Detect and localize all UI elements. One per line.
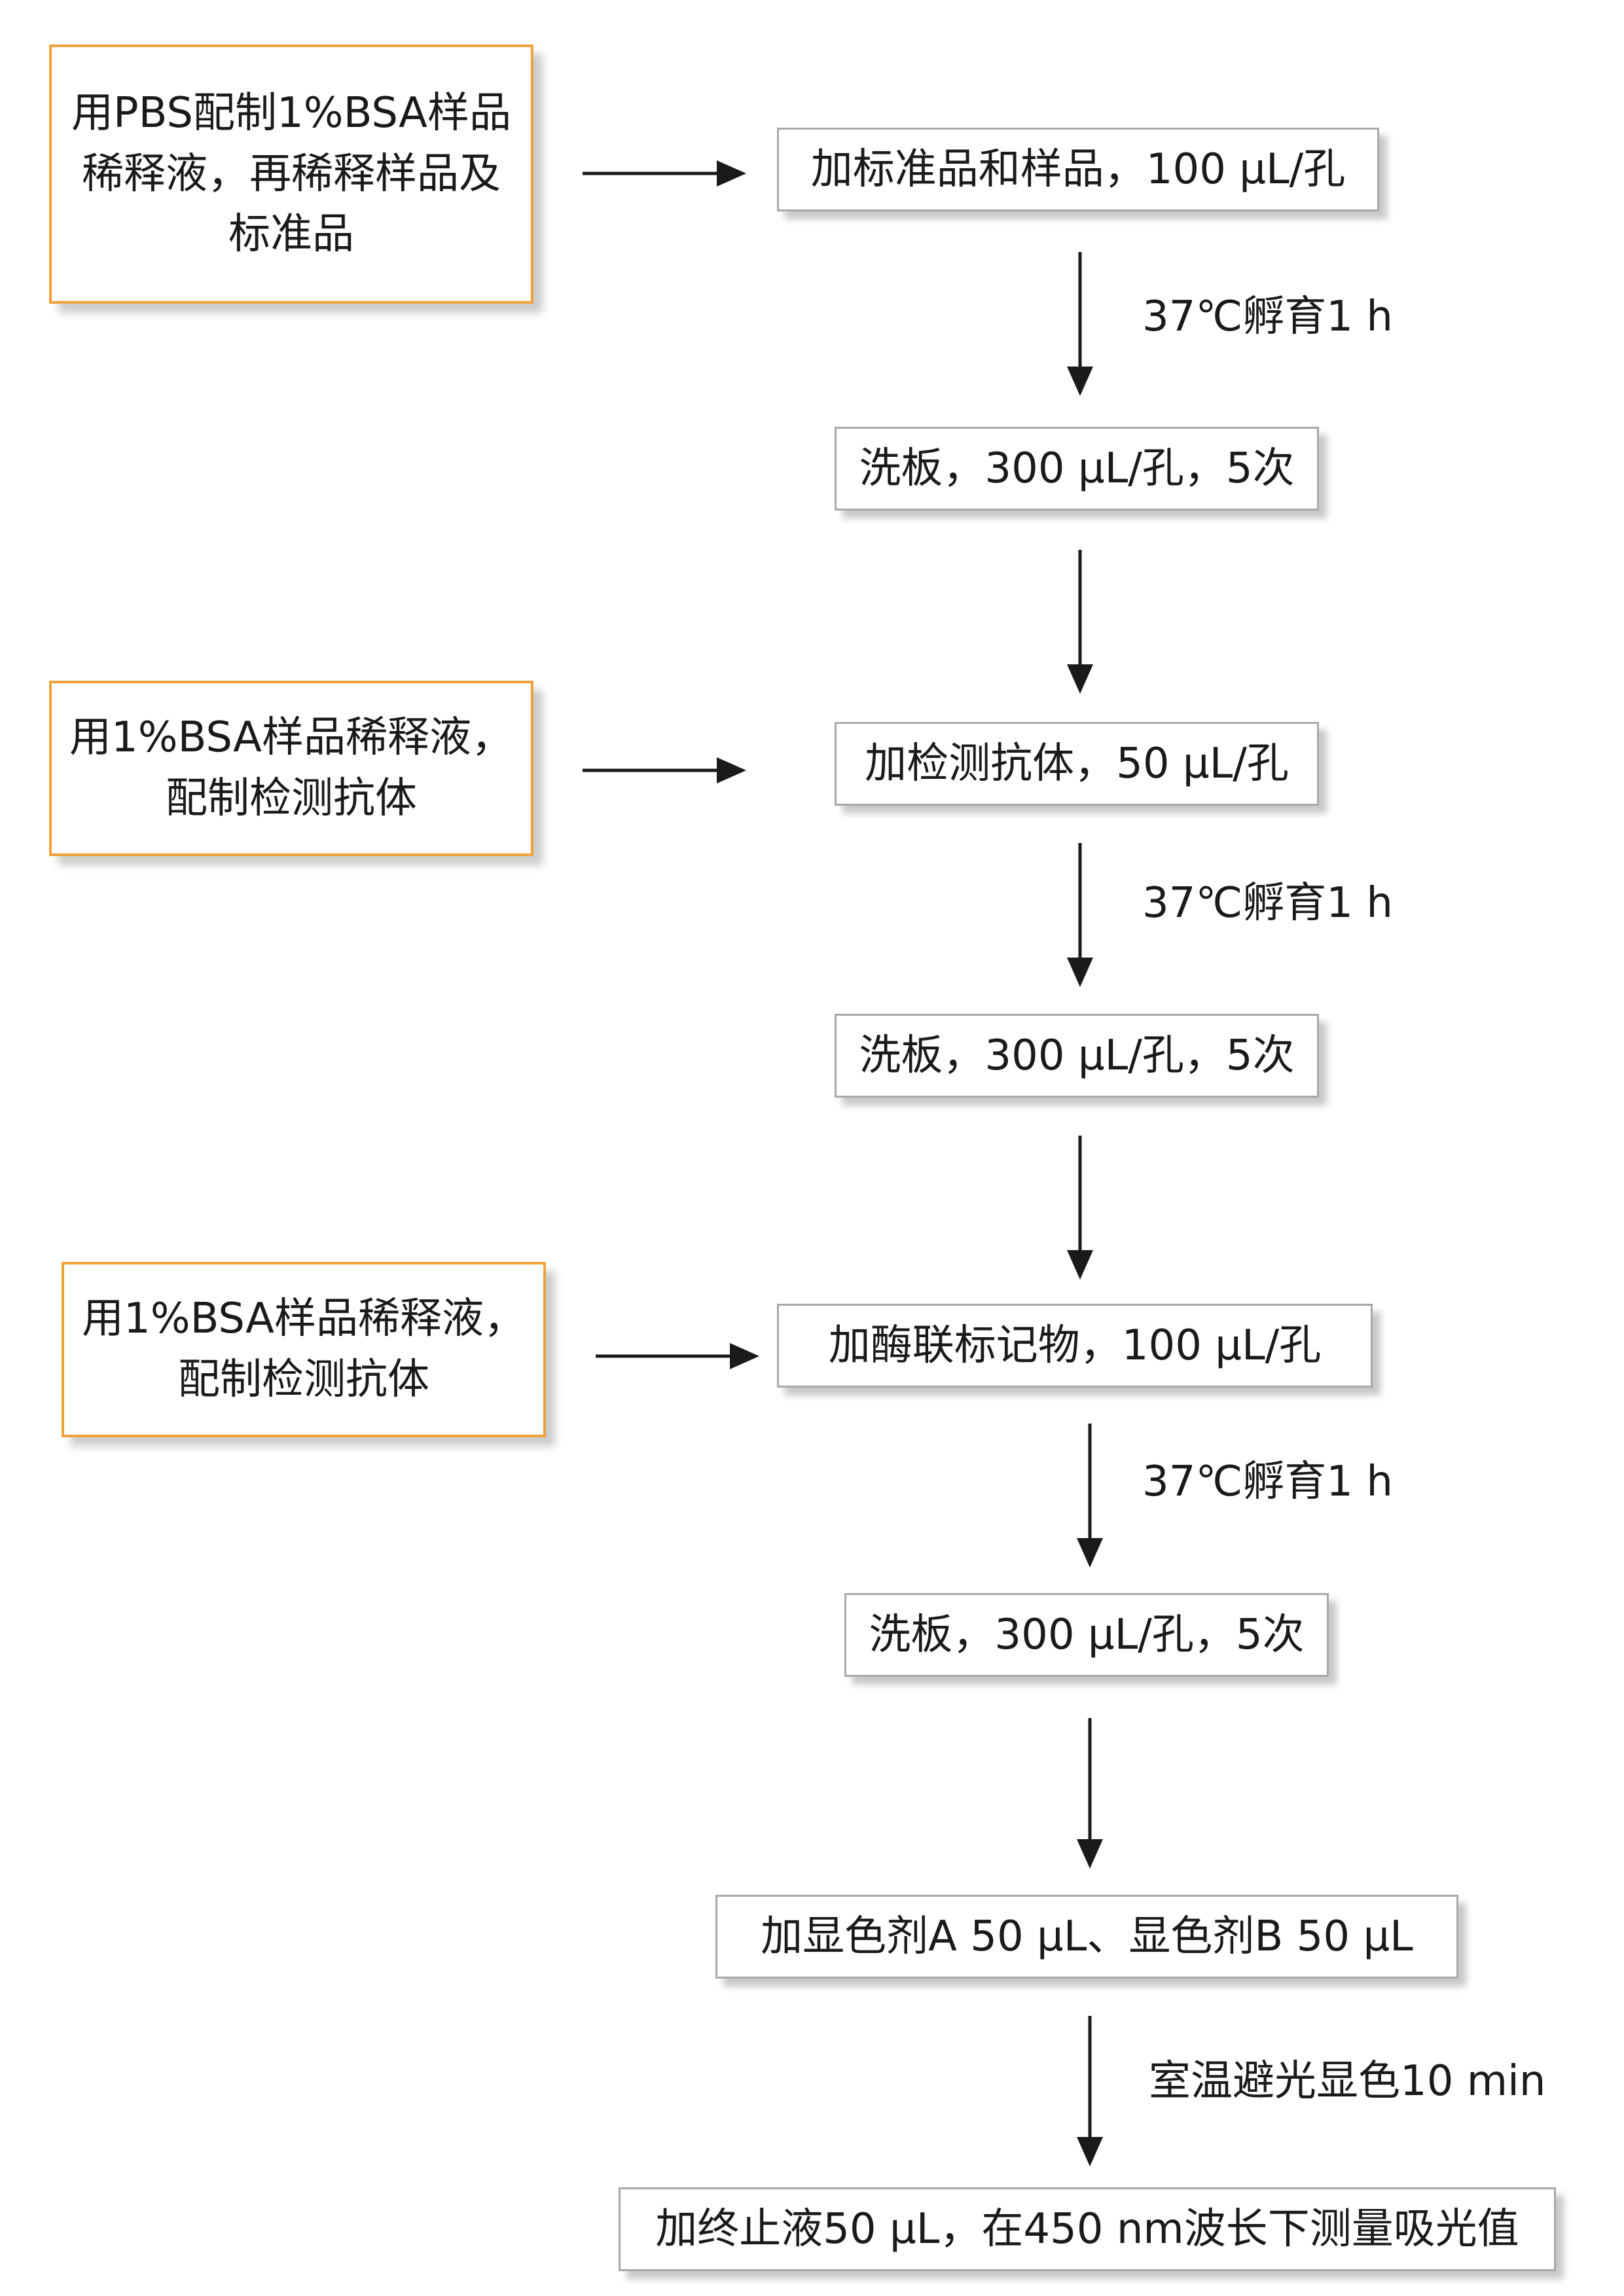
side-box-3-line-1: 用1%BSA样品稀释液， (82, 1295, 526, 1344)
step-2-text: 洗板，300 μL/孔，5次 (859, 444, 1295, 493)
side-box-3-line-2: 配制检测抗体 (178, 1355, 429, 1404)
step-3-text: 加检测抗体，50 μL/孔 (865, 739, 1289, 788)
step-box-8: 加终止液50 μL，在450 nm波长下测量吸光值 (619, 2187, 1556, 2271)
step-box-2: 洗板，300 μL/孔，5次 (835, 427, 1319, 511)
side-box-1-line-1: 用PBS配制1%BSA样品 (71, 88, 511, 137)
side-box-1-line-3: 标准品 (228, 210, 354, 259)
side-box-2-line-1: 用1%BSA样品稀释液， (69, 713, 513, 762)
arrow-label-incubate-1: 37℃孵育1 h (1142, 293, 1393, 341)
step-box-3: 加检测抗体，50 μL/孔 (835, 722, 1319, 806)
side-box-3: 用1%BSA样品稀释液， 配制检测抗体 (62, 1262, 546, 1437)
step-box-1: 加标准品和样品，100 μL/孔 (777, 128, 1379, 211)
step-8-text: 加终止液50 μL，在450 nm波长下测量吸光值 (655, 2204, 1519, 2253)
step-5-text: 加酶联标记物，100 μL/孔 (828, 1321, 1322, 1370)
side-box-2-line-2: 配制检测抗体 (166, 774, 417, 823)
side-box-1: 用PBS配制1%BSA样品 稀释液，再稀释样品及 标准品 (49, 45, 533, 304)
step-7-text: 加显色剂A 50 μL、显色剂B 50 μL (761, 1912, 1413, 1961)
arrow-label-develop: 室温避光显色10 min (1149, 2057, 1546, 2106)
step-box-7: 加显色剂A 50 μL、显色剂B 50 μL (715, 1895, 1458, 1979)
side-box-2: 用1%BSA样品稀释液， 配制检测抗体 (49, 681, 533, 856)
step-4-text: 洗板，300 μL/孔，5次 (859, 1031, 1295, 1080)
step-box-6: 洗板，300 μL/孔，5次 (844, 1593, 1329, 1677)
arrow-label-incubate-2: 37℃孵育1 h (1142, 879, 1393, 927)
step-6-text: 洗板，300 μL/孔，5次 (869, 1610, 1305, 1659)
step-1-text: 加标准品和样品，100 μL/孔 (810, 145, 1346, 194)
step-box-5: 加酶联标记物，100 μL/孔 (777, 1304, 1373, 1388)
arrow-label-incubate-3: 37℃孵育1 h (1142, 1458, 1393, 1506)
side-box-1-line-2: 稀释液，再稀释样品及 (82, 149, 501, 198)
step-box-4: 洗板，300 μL/孔，5次 (835, 1014, 1319, 1098)
